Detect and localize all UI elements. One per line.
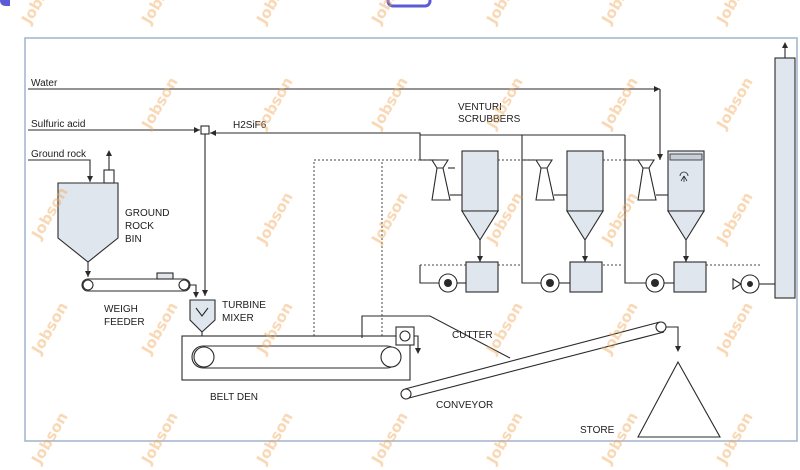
sulfuric-acid-line — [28, 127, 200, 133]
diagram-frame — [24, 37, 798, 442]
acid-to-mixer-line — [202, 134, 208, 296]
ground-rock-bin-label-2: ROCK — [125, 221, 154, 232]
store-label: STORE — [580, 425, 615, 436]
watermark-text: Jobson — [597, 0, 641, 28]
conveyor-label: CONVEYOR — [436, 400, 493, 411]
watermark-text: Jobson — [597, 409, 641, 468]
venturi-scrubber-1 — [419, 150, 499, 293]
spray-nozzle-icon — [679, 171, 689, 182]
water-line — [28, 86, 663, 160]
weigh-feeder — [81, 272, 199, 298]
top-left-accent — [0, 0, 10, 6]
h2sif6-return-line — [210, 130, 436, 161]
gas-duct-lines — [313, 159, 760, 336]
watermark-text: Jobson — [712, 189, 756, 248]
weigh-feeder-label-2: FEEDER — [104, 317, 145, 328]
belt-den-label: BELT DEN — [210, 392, 258, 403]
watermark-text: Jobson — [367, 189, 411, 248]
watermark-text: Jobson — [482, 0, 526, 28]
belt-den — [181, 326, 421, 381]
turbine-mixer-label-2: MIXER — [222, 313, 254, 324]
watermark-text: Jobson — [252, 0, 296, 28]
top-tab-accent — [386, 0, 432, 8]
watermark-text: Jobson — [252, 409, 296, 468]
weigh-feeder-label-1: WEIGH — [104, 304, 138, 315]
watermark-text: Jobson — [597, 74, 641, 133]
watermark-text: Jobson — [27, 299, 71, 358]
conveyor — [400, 321, 681, 400]
watermark-text: Jobson — [17, 0, 61, 28]
sulfuric-acid-label: Sulfuric acid — [31, 119, 85, 130]
ground-rock-bin-label-1: GROUND — [125, 208, 169, 219]
exhaust-fan — [732, 274, 775, 294]
watermark-text: Jobson — [712, 409, 756, 468]
watermark-text: Jobson — [712, 0, 756, 28]
watermark-text: Jobson — [712, 299, 756, 358]
watermark-text: Jobson — [27, 409, 71, 468]
watermark-text: Jobson — [137, 0, 181, 28]
ground-rock-bin-label-3: BIN — [125, 234, 142, 245]
watermark-text: Jobson — [482, 409, 526, 468]
venturi-scrubber-2 — [521, 135, 604, 293]
watermark-text: Jobson — [252, 189, 296, 248]
venturi-label: VENTURI — [458, 102, 502, 113]
watermark-text: Jobson — [712, 74, 756, 133]
watermark-text: Jobson — [482, 299, 526, 358]
venturi-scrubber-3 — [624, 135, 707, 293]
cutter-line — [361, 315, 511, 359]
exhaust-stack — [774, 42, 796, 299]
mixing-tee — [200, 125, 210, 135]
ground-rock-line — [28, 159, 93, 182]
watermark-text: Jobson — [137, 409, 181, 468]
watermark-text: Jobson — [252, 74, 296, 133]
watermark-text: Jobson — [597, 189, 641, 248]
store-pile — [637, 360, 721, 438]
watermark-text: Jobson — [367, 74, 411, 133]
watermark-text: Jobson — [367, 0, 411, 28]
cutter-label: CUTTER — [452, 330, 493, 341]
h2sif6-label: H2SiF6 — [233, 120, 267, 131]
mist-eliminator — [669, 153, 703, 161]
ground-rock-label: Ground rock — [31, 149, 87, 160]
watermark-text: Jobson — [137, 74, 181, 133]
watermark-text: Jobson — [137, 299, 181, 358]
turbine-mixer-label-1: TURBINE — [222, 300, 266, 311]
ground-rock-bin — [57, 150, 119, 277]
watermark-text: Jobson — [367, 409, 411, 468]
water-label: Water — [31, 78, 58, 89]
scrubbers-label: SCRUBBERS — [458, 114, 521, 125]
